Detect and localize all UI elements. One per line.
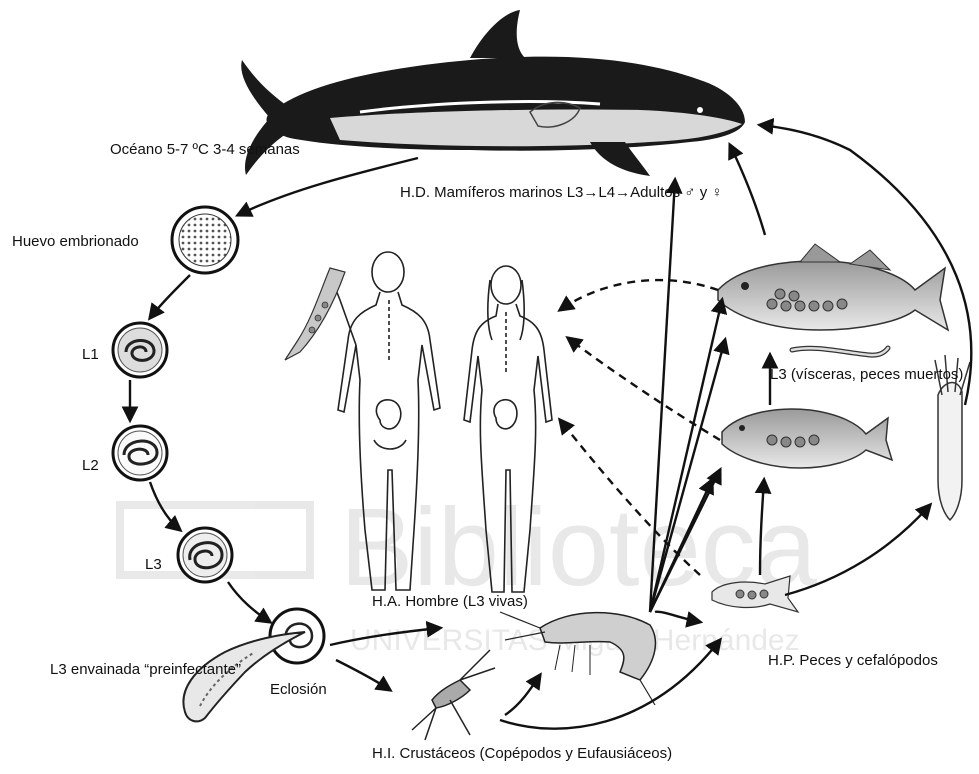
accidental-host-label: H.A. Hombre (L3 vivas) <box>372 592 528 611</box>
copepod-illustration <box>412 650 495 740</box>
l1-label: L1 <box>82 345 99 364</box>
medium-fish-illustration <box>722 409 892 468</box>
l3-viscera-label: L3 (vísceras, peces muertos) <box>770 365 930 384</box>
sheathed-label-line1: L3 envainada <box>50 661 140 678</box>
paratenic-host-label: H.P. Peces y cefalópodos <box>768 651 938 670</box>
definitive-host-line2: L3→L4→Adultos ♂ y ♀ <box>567 184 723 201</box>
definitive-host-line1: H.D. Mamíferos marinos <box>400 184 563 201</box>
l3-viscera-line1: L3 <box>770 366 787 383</box>
held-fish-illustration <box>285 268 345 360</box>
l2-label: L2 <box>82 456 99 475</box>
ocean-label-line1: Océano 5-7 ºC <box>110 141 209 158</box>
ocean-label-line2: 3-4 semanas <box>213 141 300 158</box>
large-fish-illustration <box>718 244 948 330</box>
l3-larva-loose <box>792 348 888 355</box>
l3-viscera-line2: (vísceras, <box>791 366 856 383</box>
intermediate-host-label: H.I. Crustáceos (Copépodos y Eufausiáceo… <box>372 744 672 763</box>
sheathed-label-line2: “preinfectante” <box>144 661 241 678</box>
l3-viscera-line3: peces muertos) <box>860 366 963 383</box>
dolphin-illustration <box>241 10 745 176</box>
l2-stage <box>113 426 167 480</box>
egg-stage <box>172 207 238 273</box>
ocean-label: Océano 5-7 ºC 3-4 semanas <box>110 140 280 159</box>
sheathed-larva-label: L3 envainada “preinfectante” <box>50 660 170 679</box>
l1-stage <box>113 323 167 377</box>
hatching-label: Eclosión <box>270 680 327 699</box>
definitive-host-label: H.D. Mamíferos marinos L3→L4→Adultos ♂ y… <box>400 183 640 202</box>
l3-label: L3 <box>145 555 162 574</box>
egg-label: Huevo embrionado <box>12 232 139 251</box>
l3-stage <box>178 528 232 582</box>
